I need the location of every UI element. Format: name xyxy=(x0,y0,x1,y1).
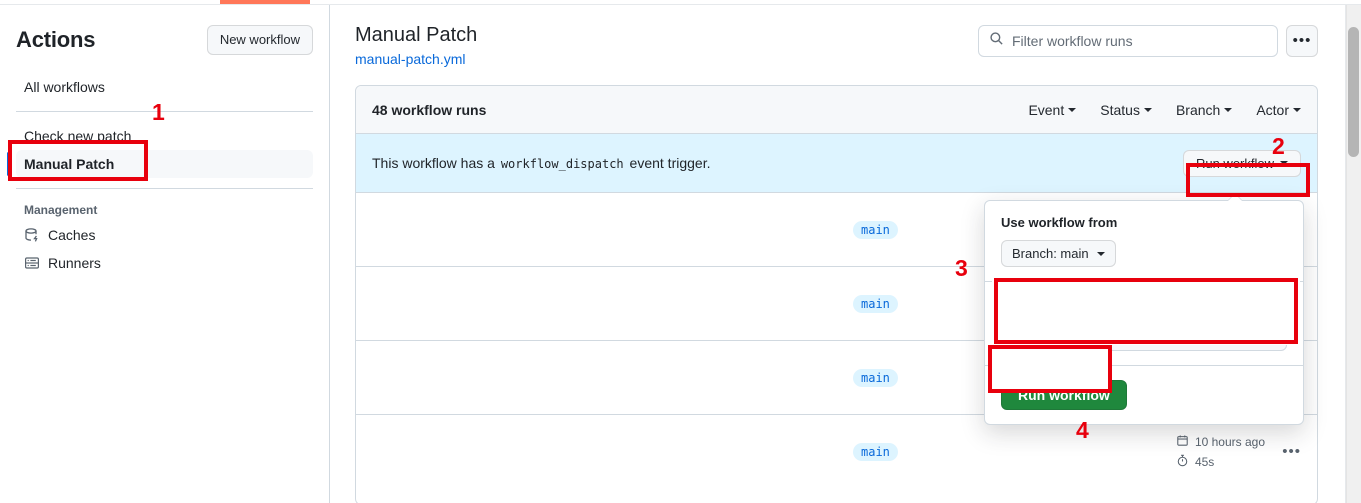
sidebar-item-label: Check new patch xyxy=(24,128,132,144)
runners-icon xyxy=(24,255,40,271)
use-workflow-from-label: Use workflow from xyxy=(1001,215,1118,230)
revanced-select[interactable]: Revanced xyxy=(1001,319,1287,351)
branch-badge[interactable]: main xyxy=(853,443,898,461)
calendar-icon xyxy=(1176,434,1189,450)
run-row-meta: 10 hours ago 45s xyxy=(1176,434,1265,470)
header-divider xyxy=(0,4,1361,5)
workflow-input-label: Which Revanced do you want to patch? * xyxy=(1001,296,1287,310)
page-load-progress-fill xyxy=(220,0,310,4)
chevron-down-icon xyxy=(1068,107,1077,112)
search-icon xyxy=(989,31,1004,51)
dispatch-banner-text: This workflow has a workflow_dispatch ev… xyxy=(372,155,710,171)
chevron-down-icon xyxy=(1096,251,1105,256)
run-duration: 45s xyxy=(1176,454,1265,470)
cache-icon xyxy=(24,227,40,243)
sidebar-item-caches[interactable]: Caches xyxy=(16,221,313,249)
run-duration-label: 45s xyxy=(1194,455,1215,469)
revanced-select-value: Revanced xyxy=(1012,327,1076,343)
page-title: Actions xyxy=(16,27,96,52)
run-timestamp: 10 hours ago xyxy=(1176,434,1265,450)
sidebar-item-label: Runners xyxy=(48,255,101,271)
management-section-label: Management xyxy=(24,203,98,217)
table-row[interactable]: main xyxy=(356,267,1317,341)
run-workflow-dropdown-button[interactable]: Run workflow xyxy=(1182,149,1301,177)
workflow-nav: All workflows Check new patch Manual Pat… xyxy=(7,73,313,277)
required-marker: * xyxy=(1268,296,1276,310)
use-workflow-from-section: Use workflow from Branch: main xyxy=(985,201,1303,282)
stopwatch-icon xyxy=(1176,454,1189,470)
search-box[interactable] xyxy=(978,25,1278,57)
dispatch-text-before: This workflow has a xyxy=(372,155,495,171)
dropdown-footer: Run workflow xyxy=(985,366,1303,424)
filter-branch-label: Branch xyxy=(1175,101,1221,118)
page-load-progress-track xyxy=(0,0,1361,4)
table-row[interactable]: main 10 hours ago xyxy=(356,415,1317,489)
sidebar-header: Actions New workflow xyxy=(16,5,313,61)
workflow-header-right: ••• xyxy=(978,21,1318,57)
workflow-title: Manual Patch xyxy=(355,24,478,46)
chevron-down-icon xyxy=(1293,107,1301,112)
sidebar-item-label: Caches xyxy=(48,227,96,243)
filter-status[interactable]: Status xyxy=(1100,102,1152,118)
new-workflow-button[interactable]: New workflow xyxy=(206,25,313,55)
page-scrollbar-thumb[interactable] xyxy=(1348,27,1359,157)
sidebar-item-label: Manual Patch xyxy=(24,156,115,172)
run-workflow-dropdown-label: Run workflow xyxy=(1195,155,1274,171)
filter-actor[interactable]: Actor xyxy=(1256,102,1301,118)
filter-status-label: Status xyxy=(1100,101,1140,118)
run-timestamp-label: 10 hours ago xyxy=(1194,435,1265,449)
sidebar-divider xyxy=(16,111,313,112)
sidebar-divider-2 xyxy=(16,188,313,189)
runs-filters: Event Status Branch Actor xyxy=(1028,102,1301,118)
main-content: Manual Patch manual-patch.yml ••• xyxy=(331,5,1342,503)
workflow-header-left: Manual Patch manual-patch.yml xyxy=(355,21,477,69)
page-scrollbar-track[interactable] xyxy=(1346,5,1361,503)
chevron-down-icon xyxy=(1143,107,1152,112)
workflow-dispatch-banner: This workflow has a workflow_dispatch ev… xyxy=(356,134,1317,193)
workflow-input-question: Which Revanced do you want to patch? xyxy=(1001,296,1262,310)
filter-event-label: Event xyxy=(1028,101,1065,118)
sidebar-item-all-workflows[interactable]: All workflows xyxy=(16,73,313,101)
branch-badge[interactable]: main xyxy=(853,294,898,313)
sidebar-item-label: All workflows xyxy=(24,79,105,95)
content-edge-divider xyxy=(1345,5,1346,503)
more-options-button[interactable]: ••• xyxy=(1286,25,1318,57)
workflow-file-link[interactable]: manual-patch.yml xyxy=(355,51,466,67)
chevron-down-icon xyxy=(1224,107,1233,112)
chevron-down-icon xyxy=(1280,161,1288,165)
dispatch-event-code: workflow_dispatch xyxy=(500,157,624,171)
sidebar-item-manual-patch[interactable]: Manual Patch xyxy=(7,150,313,178)
sidebar-item-runners[interactable]: Runners xyxy=(16,249,313,277)
actions-sidebar: Actions New workflow All workflows Check… xyxy=(0,5,330,503)
workflow-input-section: Which Revanced do you want to patch? * R… xyxy=(985,282,1303,366)
branch-selector-label: Branch: main xyxy=(1012,246,1089,261)
filter-actor-label: Actor xyxy=(1256,101,1289,118)
workflow-header: Manual Patch manual-patch.yml ••• xyxy=(355,5,1318,69)
branch-selector-button[interactable]: Branch: main xyxy=(1001,240,1116,267)
filter-branch[interactable]: Branch xyxy=(1175,101,1233,118)
branch-badge[interactable]: main xyxy=(853,368,898,387)
branch-badge[interactable]: main xyxy=(853,220,898,239)
runs-count-label: 48 workflow runs xyxy=(372,101,487,118)
runs-toolbar: 48 workflow runs Event Status Branch xyxy=(356,86,1317,134)
dispatch-text-after: event trigger. xyxy=(629,155,711,171)
filter-event[interactable]: Event xyxy=(1028,101,1077,118)
search-input[interactable] xyxy=(1012,33,1267,49)
sidebar-item-check-new-patch[interactable]: Check new patch xyxy=(16,122,313,150)
table-row[interactable]: main xyxy=(356,193,1317,267)
submit-run-workflow-button[interactable]: Run workflow xyxy=(1001,380,1127,410)
run-workflow-dropdown-panel: Use workflow from Branch: main Which Rev… xyxy=(984,193,1304,425)
select-spinner-icon xyxy=(1268,329,1276,341)
